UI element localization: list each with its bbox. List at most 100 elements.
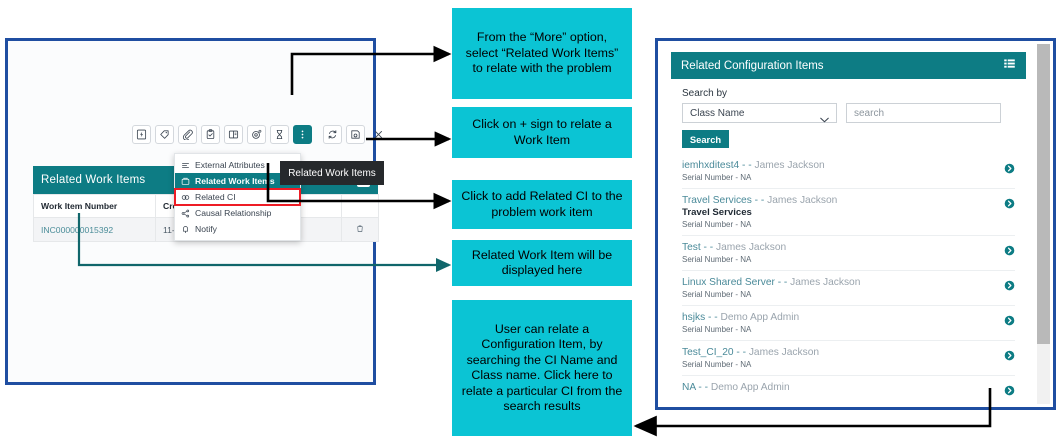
ci-serial-number: Serial Number - NA	[682, 360, 752, 369]
ci-item-name: Linux Shared Server - - James Jackson	[682, 277, 996, 289]
process-flash-icon[interactable]	[132, 125, 151, 144]
ci-item-subtitle: Travel Services	[682, 207, 752, 218]
ci-item-name: Test - - James Jackson	[682, 242, 996, 254]
menu-item-label: Causal Relationship	[195, 208, 272, 218]
callout-more-option: From the “More” option, select “Related …	[452, 8, 632, 99]
clipboard-check-icon[interactable]	[201, 125, 220, 144]
list-menu-icon[interactable]	[1003, 57, 1016, 75]
chevron-right-circle-icon[interactable]	[1004, 196, 1015, 214]
paperclip-icon[interactable]	[178, 125, 197, 144]
menu-item-causal-relationship[interactable]: Causal Relationship	[175, 205, 300, 221]
rci-title: Related Configuration Items	[681, 59, 824, 72]
chevron-right-circle-icon[interactable]	[1004, 278, 1015, 296]
delete-icon[interactable]	[341, 217, 379, 242]
ci-item-text: Linux Shared Server - - James Jackson Se…	[682, 277, 996, 300]
list-item[interactable]: Travel Services - - James Jackson Travel…	[682, 189, 1015, 236]
ci-item-name: hsjks - - Demo App Admin	[682, 312, 996, 324]
ci-serial-number: Serial Number - NA	[682, 173, 752, 182]
problem-form-canvas: Related Work Items + Work Item Number Cr…	[8, 41, 382, 382]
class-name-select-value: Class Name	[690, 107, 745, 119]
chevron-right-circle-icon[interactable]	[1004, 313, 1015, 331]
menu-item-label: Related CI	[195, 192, 236, 202]
ci-name-label: NA - -	[682, 382, 709, 393]
ci-owner-label: James Jackson	[790, 277, 861, 288]
ci-item-text: Test_CI_20 - - James Jackson Serial Numb…	[682, 347, 996, 370]
ci-item-text: hsjks - - Demo App Admin Serial Number -…	[682, 312, 996, 335]
ci-item-text: Test - - James Jackson Serial Number - N…	[682, 242, 996, 265]
rci-scrollbar-track[interactable]	[1037, 44, 1050, 404]
ci-item-name: NA - - Demo App Admin	[682, 382, 996, 394]
callout-related-ci: Click to add Related CI to the problem w…	[452, 180, 632, 229]
list-item[interactable]: iemhxditest4 - - James Jackson Serial Nu…	[682, 154, 1015, 189]
book-icon[interactable]	[224, 125, 243, 144]
callout-plus-sign: Click on + sign to relate a Work Item	[452, 107, 632, 158]
more-vertical-icon[interactable]	[293, 125, 312, 144]
ci-serial-number: Serial Number - NA	[682, 255, 752, 264]
ci-owner-label: James Jackson	[715, 242, 787, 253]
ci-item-text: Travel Services - - James Jackson Travel…	[682, 195, 996, 230]
list-item[interactable]: hsjks - - Demo App Admin Serial Number -…	[682, 306, 1015, 341]
ci-name-label: hsjks - -	[682, 312, 718, 323]
ci-serial-number: Serial Number - NA	[682, 325, 752, 334]
eye-target-icon[interactable]	[247, 125, 266, 144]
ci-owner-label: Demo App Admin	[720, 312, 800, 323]
problem-form-panel: Related Work Items + Work Item Number Cr…	[5, 38, 382, 385]
search-by-label: Search by	[682, 88, 728, 99]
ci-owner-label: James Jackson	[748, 347, 820, 358]
tag-icon[interactable]	[155, 125, 174, 144]
column-unnamed-2	[341, 194, 379, 218]
callout-displayed-here: Related Work Item will be displayed here	[452, 240, 632, 286]
rci-header: Related Configuration Items	[671, 52, 1026, 79]
chevron-right-circle-icon[interactable]	[1004, 243, 1015, 261]
ci-name-label: Linux Shared Server - -	[682, 277, 788, 288]
menu-item-label: Notify	[195, 224, 217, 234]
ci-name-label: Travel Services - -	[682, 195, 765, 206]
chevron-right-circle-icon[interactable]	[1004, 383, 1015, 396]
ci-serial-number: Serial Number - NA	[682, 290, 752, 299]
menu-item-label: Related Work Items	[195, 176, 275, 186]
ci-item-name: Test_CI_20 - - James Jackson	[682, 347, 996, 359]
ci-name-label: Test_CI_20 - -	[682, 347, 746, 358]
rci-body: Search by Class Name search Search	[671, 79, 1026, 396]
class-name-select[interactable]: Class Name	[682, 103, 837, 123]
ci-item-name: iemhxditest4 - - James Jackson	[682, 160, 996, 172]
menu-item-notify[interactable]: Notify	[175, 221, 300, 237]
chevron-right-circle-icon[interactable]	[1004, 348, 1015, 366]
list-item[interactable]: Test - - James Jackson Serial Number - N…	[682, 236, 1015, 271]
ci-item-text: NA - - Demo App Admin Serial Number - NA	[682, 382, 996, 396]
search-row: Class Name search	[682, 103, 1015, 123]
cell-work-item-number[interactable]: INC000000015392	[33, 217, 156, 242]
list-item[interactable]: Linux Shared Server - - James Jackson Se…	[682, 271, 1015, 306]
save-icon[interactable]	[346, 125, 365, 144]
menu-item-external-attributes[interactable]: External Attributes	[175, 157, 300, 173]
callout-configuration-item: User can relate a Configuration Item, by…	[452, 300, 632, 436]
ci-item-name: Travel Services - - James Jackson	[682, 195, 996, 207]
hourglass-icon[interactable]	[270, 125, 289, 144]
chevron-down-icon	[820, 110, 829, 128]
ci-item-text: iemhxditest4 - - James Jackson Serial Nu…	[682, 160, 996, 183]
rci-scrollbar-thumb[interactable]	[1037, 44, 1050, 344]
list-item[interactable]: NA - - Demo App Admin Serial Number - NA	[682, 376, 1015, 396]
menu-item-related-ci[interactable]: Related CI	[174, 188, 301, 206]
ci-serial-number: Serial Number - NA	[682, 220, 752, 229]
refresh-icon[interactable]	[323, 125, 342, 144]
ci-results-list: iemhxditest4 - - James Jackson Serial Nu…	[682, 154, 1015, 396]
chevron-right-circle-icon[interactable]	[1004, 161, 1015, 179]
ci-name-label: Test - -	[682, 242, 714, 253]
column-work-item-number: Work Item Number	[33, 194, 156, 218]
ci-owner-label: James Jackson	[754, 160, 825, 171]
list-item[interactable]: Test_CI_20 - - James Jackson Serial Numb…	[682, 341, 1015, 376]
ci-owner-label: James Jackson	[767, 195, 838, 206]
menu-item-label: External Attributes	[195, 160, 265, 170]
ci-serial-number: Serial Number - NA	[682, 394, 996, 396]
related-configuration-items-panel: Related Configuration Items Search by Cl…	[655, 38, 1056, 410]
ci-name-label: iemhxditest4 - -	[682, 160, 752, 171]
related-work-items-title: Related Work Items	[41, 174, 146, 186]
form-toolbar	[132, 125, 388, 144]
search-button[interactable]: Search	[682, 130, 729, 148]
close-x-icon[interactable]	[369, 125, 388, 144]
rci-content: Related Configuration Items Search by Cl…	[671, 52, 1026, 396]
related-work-items-tooltip: Related Work Items	[280, 161, 384, 185]
search-input[interactable]: search	[846, 103, 1001, 123]
